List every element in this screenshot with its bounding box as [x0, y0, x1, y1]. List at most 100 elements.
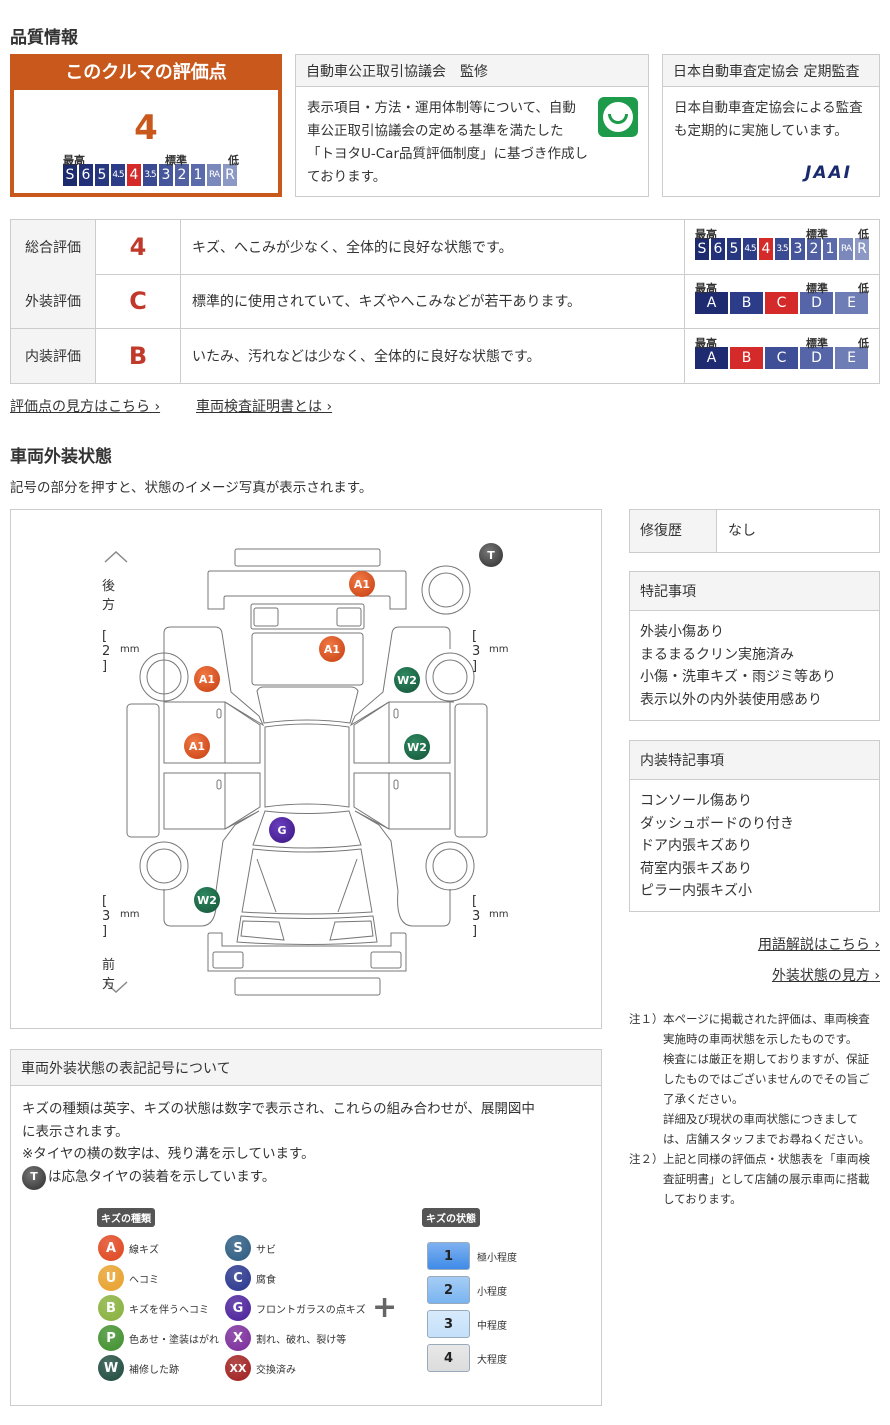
scale-cell: 6 — [711, 238, 725, 260]
tread-unit: mm — [120, 909, 140, 920]
scale-cell: 2 — [175, 164, 189, 186]
front-label: 前方 — [102, 958, 116, 992]
disclaimer-line: 本ページに掲載された評価は、車両検査 — [663, 1012, 870, 1026]
damage-type-label: キズを伴うヘコミ — [129, 1305, 209, 1316]
rear-label: 後方 — [102, 579, 116, 613]
damage-marker[interactable]: A1 — [194, 666, 220, 692]
supervision-title: 自動車公正取引協議会 監修 — [296, 55, 648, 87]
tread-rear-left: [ 2 ] — [102, 629, 111, 674]
exterior-guide-link[interactable]: 外装状態の見方 › — [771, 968, 880, 984]
front-arrow-icon — [104, 981, 128, 994]
damage-type-label: ヘコミ — [129, 1275, 159, 1286]
damage-marker[interactable]: A1 — [349, 571, 375, 597]
note-item: コンソール傷あり — [640, 793, 752, 809]
rating-label: 内装評価 — [11, 329, 96, 383]
scale-cell: B — [730, 292, 763, 314]
scale-cell: 3 — [159, 164, 173, 186]
quality-heading: 品質情報 — [10, 28, 78, 48]
disclaimers: 注１）本ページに掲載された評価は、車両検査実施時の車両状態を示したものです。検査… — [629, 1009, 881, 1209]
scale-cell: D — [800, 292, 833, 314]
rating-label: 外装評価 — [11, 274, 96, 328]
note-item: ダッシュボードのり付き — [640, 815, 794, 832]
scale-cell: 4.5 — [743, 238, 757, 260]
damage-type-icon: X — [225, 1325, 251, 1351]
note-item: ドア内張キズあり — [640, 838, 752, 854]
damage-type-icon: A — [98, 1235, 124, 1261]
damage-marker[interactable]: W2 — [394, 667, 420, 693]
damage-type-label: 腐食 — [256, 1275, 276, 1286]
scale-cell: 4 — [127, 164, 141, 186]
rating-desc: キズ、へこみが少なく、全体的に良好な状態です。 — [181, 220, 685, 274]
spare-tire-marker[interactable]: T — [479, 543, 503, 567]
scale-cell: E — [835, 292, 868, 314]
exterior-instruction: 記号の部分を押すと、状態のイメージ写真が表示されます。 — [10, 480, 373, 496]
rating-grade: C — [96, 274, 181, 328]
scale-cell: A — [695, 347, 728, 369]
label-high: 最高 — [695, 337, 717, 350]
scale-cell: A — [695, 292, 728, 314]
scale-cell: 4 — [759, 238, 773, 260]
damage-type-label: 割れ、破れ、裂け等 — [256, 1335, 347, 1346]
score-guide-link[interactable]: 評価点の見方はこちら › — [10, 399, 161, 415]
damage-type-icon: B — [98, 1295, 124, 1321]
scale-cell: 3 — [791, 238, 805, 260]
damage-state-icon: 3 — [427, 1310, 470, 1338]
repair-history-label: 修復歴 — [630, 510, 717, 552]
tread-rear-right: [ 3 ] — [472, 629, 481, 674]
damage-state-label: 大程度 — [477, 1355, 507, 1366]
label-low: 低 — [858, 337, 869, 350]
label-high: 最高 — [695, 282, 717, 295]
rating-row: 外装評価 C 標準的に使用されていて、キズやへこみなどが若干あります。 最高 標準… — [10, 274, 880, 329]
damage-marker[interactable]: W2 — [194, 887, 220, 913]
scale-cell: 3.5 — [775, 238, 789, 260]
rear-arrow-icon — [104, 550, 128, 563]
legend-line: ※タイヤの横の数字は、残り溝を示しています。 — [22, 1146, 315, 1162]
disclaimer-line: 詳細及び現状の車両状態につきまして — [663, 1112, 859, 1126]
disclaimer-line: 上記と同様の評価点・状態表を「車両検 — [663, 1152, 870, 1166]
disclaimer-line: 査証明書」として店舗の展示車両に搭載 — [663, 1172, 870, 1186]
rating-desc: 標準的に使用されていて、キズやへこみなどが若干あります。 — [181, 274, 685, 328]
disclaimer: 注１）本ページに掲載された評価は、車両検査実施時の車両状態を示したものです。検査… — [629, 1009, 881, 1149]
damage-marker[interactable]: W2 — [404, 734, 430, 760]
scale-cell: C — [765, 347, 798, 369]
disclaimer-prefix: 注２） — [629, 1152, 664, 1166]
damage-marker[interactable]: A1 — [319, 636, 345, 662]
fair-trade-logo-icon — [598, 97, 638, 137]
label-high: 最高 — [695, 228, 717, 241]
damage-marker[interactable]: A1 — [184, 733, 210, 759]
scale-cell: 1 — [191, 164, 205, 186]
damage-type-icon: XX — [225, 1355, 251, 1381]
scale-cell: E — [835, 347, 868, 369]
scale-cell: C — [765, 292, 798, 314]
supervision-box: 自動車公正取引協議会 監修 表示項目・方法・運用体制等について、自動車公正取引協… — [295, 54, 649, 197]
note-item: まるまるクリン実施済み — [640, 646, 794, 663]
scale-cell: 5 — [95, 164, 109, 186]
damage-type-label: 色あせ・塗装はがれ — [129, 1335, 219, 1346]
label-std: 標準 — [806, 337, 828, 350]
legend-line: キズの種類は英字、キズの状態は数字で表示され、これらの組み合わせが、展開図中 — [22, 1101, 535, 1117]
label-low: 低 — [858, 228, 869, 241]
scale-cell: RA — [839, 238, 853, 260]
glossary-link[interactable]: 用語解説はこちら › — [757, 937, 880, 953]
jaai-logo: JAAI — [805, 163, 852, 183]
scale-cell: 6 — [79, 164, 93, 186]
scale-cell: S — [63, 164, 77, 186]
damage-marker[interactable]: G — [269, 817, 295, 843]
scale-cell: 5 — [727, 238, 741, 260]
label-std: 標準 — [806, 282, 828, 295]
damage-state-label: 極小程度 — [477, 1253, 517, 1264]
label-std: 標準 — [165, 154, 187, 167]
damage-type-icon: U — [98, 1265, 124, 1291]
audit-title: 日本自動車査定協会 定期監査 — [663, 55, 879, 87]
tread-unit: mm — [489, 909, 509, 920]
car-outline — [104, 548, 488, 996]
damage-type-icon: C — [225, 1265, 251, 1291]
repair-history-value: なし — [728, 523, 756, 539]
certificate-link[interactable]: 車両検査証明書とは › — [196, 399, 333, 415]
scale-cell: 3.5 — [143, 164, 157, 186]
note-item: 外装小傷あり — [640, 624, 724, 640]
label-std: 標準 — [806, 228, 828, 241]
